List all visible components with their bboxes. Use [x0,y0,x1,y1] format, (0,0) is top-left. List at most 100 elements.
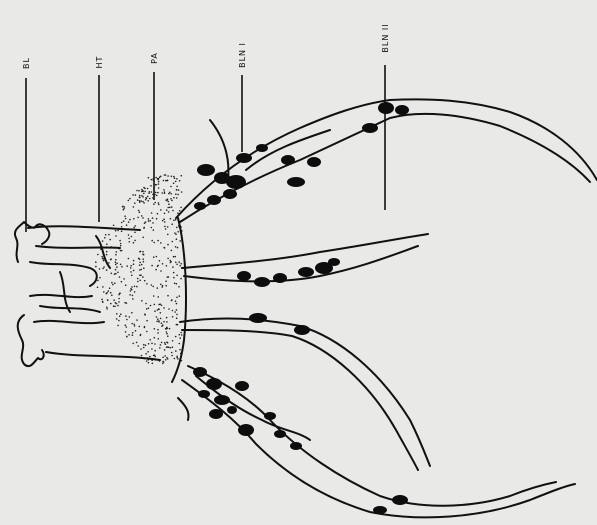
ganglion-cell [256,144,268,152]
stipple-dot [121,230,123,232]
stipple-dot [179,295,181,297]
stipple-dot [106,308,108,310]
stipple-dot [165,180,167,182]
stipple-dot [181,334,183,336]
stipple-dot [106,307,108,309]
stipple-dot [176,317,178,319]
stippled-area [95,174,183,364]
stipple-dot [141,264,143,266]
ganglion-cell [274,430,286,438]
stipple-dot [110,303,112,305]
stipple-dot [143,267,145,269]
stipple-dot [157,329,159,331]
stipple-dot [151,265,153,267]
stipple-dot [132,334,134,336]
ganglion-cell [328,258,340,266]
stipple-dot [167,358,169,360]
stipple-dot [169,207,171,209]
stipple-dot [131,312,133,314]
tissue-line-7 [46,352,160,360]
stipple-dot [173,256,175,258]
stipple-dot [103,291,105,293]
stipple-dot [118,301,120,303]
stipple-dot [176,189,178,191]
stipple-dot [141,189,143,191]
stipple-dot [159,347,161,349]
stipple-dot [148,307,150,309]
stipple-dot [117,325,119,327]
stipple-dot [172,210,174,212]
stipple-dot [167,328,169,330]
stipple-dot [167,226,169,228]
stipple-dot [158,204,160,206]
stipple-dot [108,262,110,264]
stipple-dot [130,265,132,267]
stipple-dot [158,320,160,322]
stipple-dot [167,175,169,177]
stipple-dot [151,343,153,345]
stipple-dot [148,192,150,194]
stipple-dot [170,193,172,195]
stipple-dot [143,227,145,229]
stipple-dot [175,350,177,352]
stipple-dot [145,221,147,223]
stipple-dot [108,234,110,236]
tissue-line-6 [34,321,104,323]
stipple-dot [134,286,136,288]
stipple-dot [168,346,170,348]
stipple-dot [145,303,147,305]
stipple-dot [116,303,118,305]
stipple-dot [157,213,159,215]
stipple-dot [125,315,127,317]
stipple-dot [162,357,164,359]
stipple-dot [119,315,121,317]
stipple-dot [160,344,162,346]
stipple-dot [177,231,179,233]
stipple-dot [139,326,141,328]
stipple-dot [156,256,158,258]
stipple-dot [116,263,118,265]
stipple-dot [172,316,174,318]
stipple-dot [120,245,122,247]
stipple-dot [139,275,141,277]
stipple-dot [180,207,182,209]
stipple-dot [110,292,112,294]
stipple-dot [176,178,178,180]
stipple-dot [139,251,141,253]
stipple-dot [171,299,173,301]
stipple-dot [107,299,109,301]
stipple-dot [133,270,135,272]
stipple-dot [146,308,148,310]
stipple-dot [146,331,148,333]
stipple-dot [152,197,154,199]
stipple-dot [116,318,118,320]
stipple-dot [152,217,154,219]
stipple-dot [168,201,170,203]
ganglion-cell [194,202,206,210]
label-bln2: BLN II [381,23,390,52]
stipple-dot [142,253,144,255]
stipple-dot [160,284,162,286]
stipple-dot [163,247,165,249]
stipple-dot [168,203,170,205]
stipple-dot [134,240,136,242]
stipple-dot [176,275,178,277]
stipple-dot [112,284,114,286]
stipple-dot [139,200,141,202]
stipple-dot [144,191,146,193]
stipple-dot [172,310,174,312]
stipple-dot [134,325,136,327]
stipple-dot [153,178,155,180]
stipple-dot [159,260,161,262]
stipple-dot [176,197,178,199]
stipple-dot [129,241,131,243]
stipple-dot [166,317,168,319]
stipple-dot [137,199,139,201]
stipple-dot [135,330,137,332]
stipple-dot [148,362,150,364]
stipple-dot [125,331,127,333]
stipple-dot [161,192,163,194]
stipple-dot [115,259,117,261]
stipple-dot [149,198,151,200]
stipple-dot [150,185,152,187]
